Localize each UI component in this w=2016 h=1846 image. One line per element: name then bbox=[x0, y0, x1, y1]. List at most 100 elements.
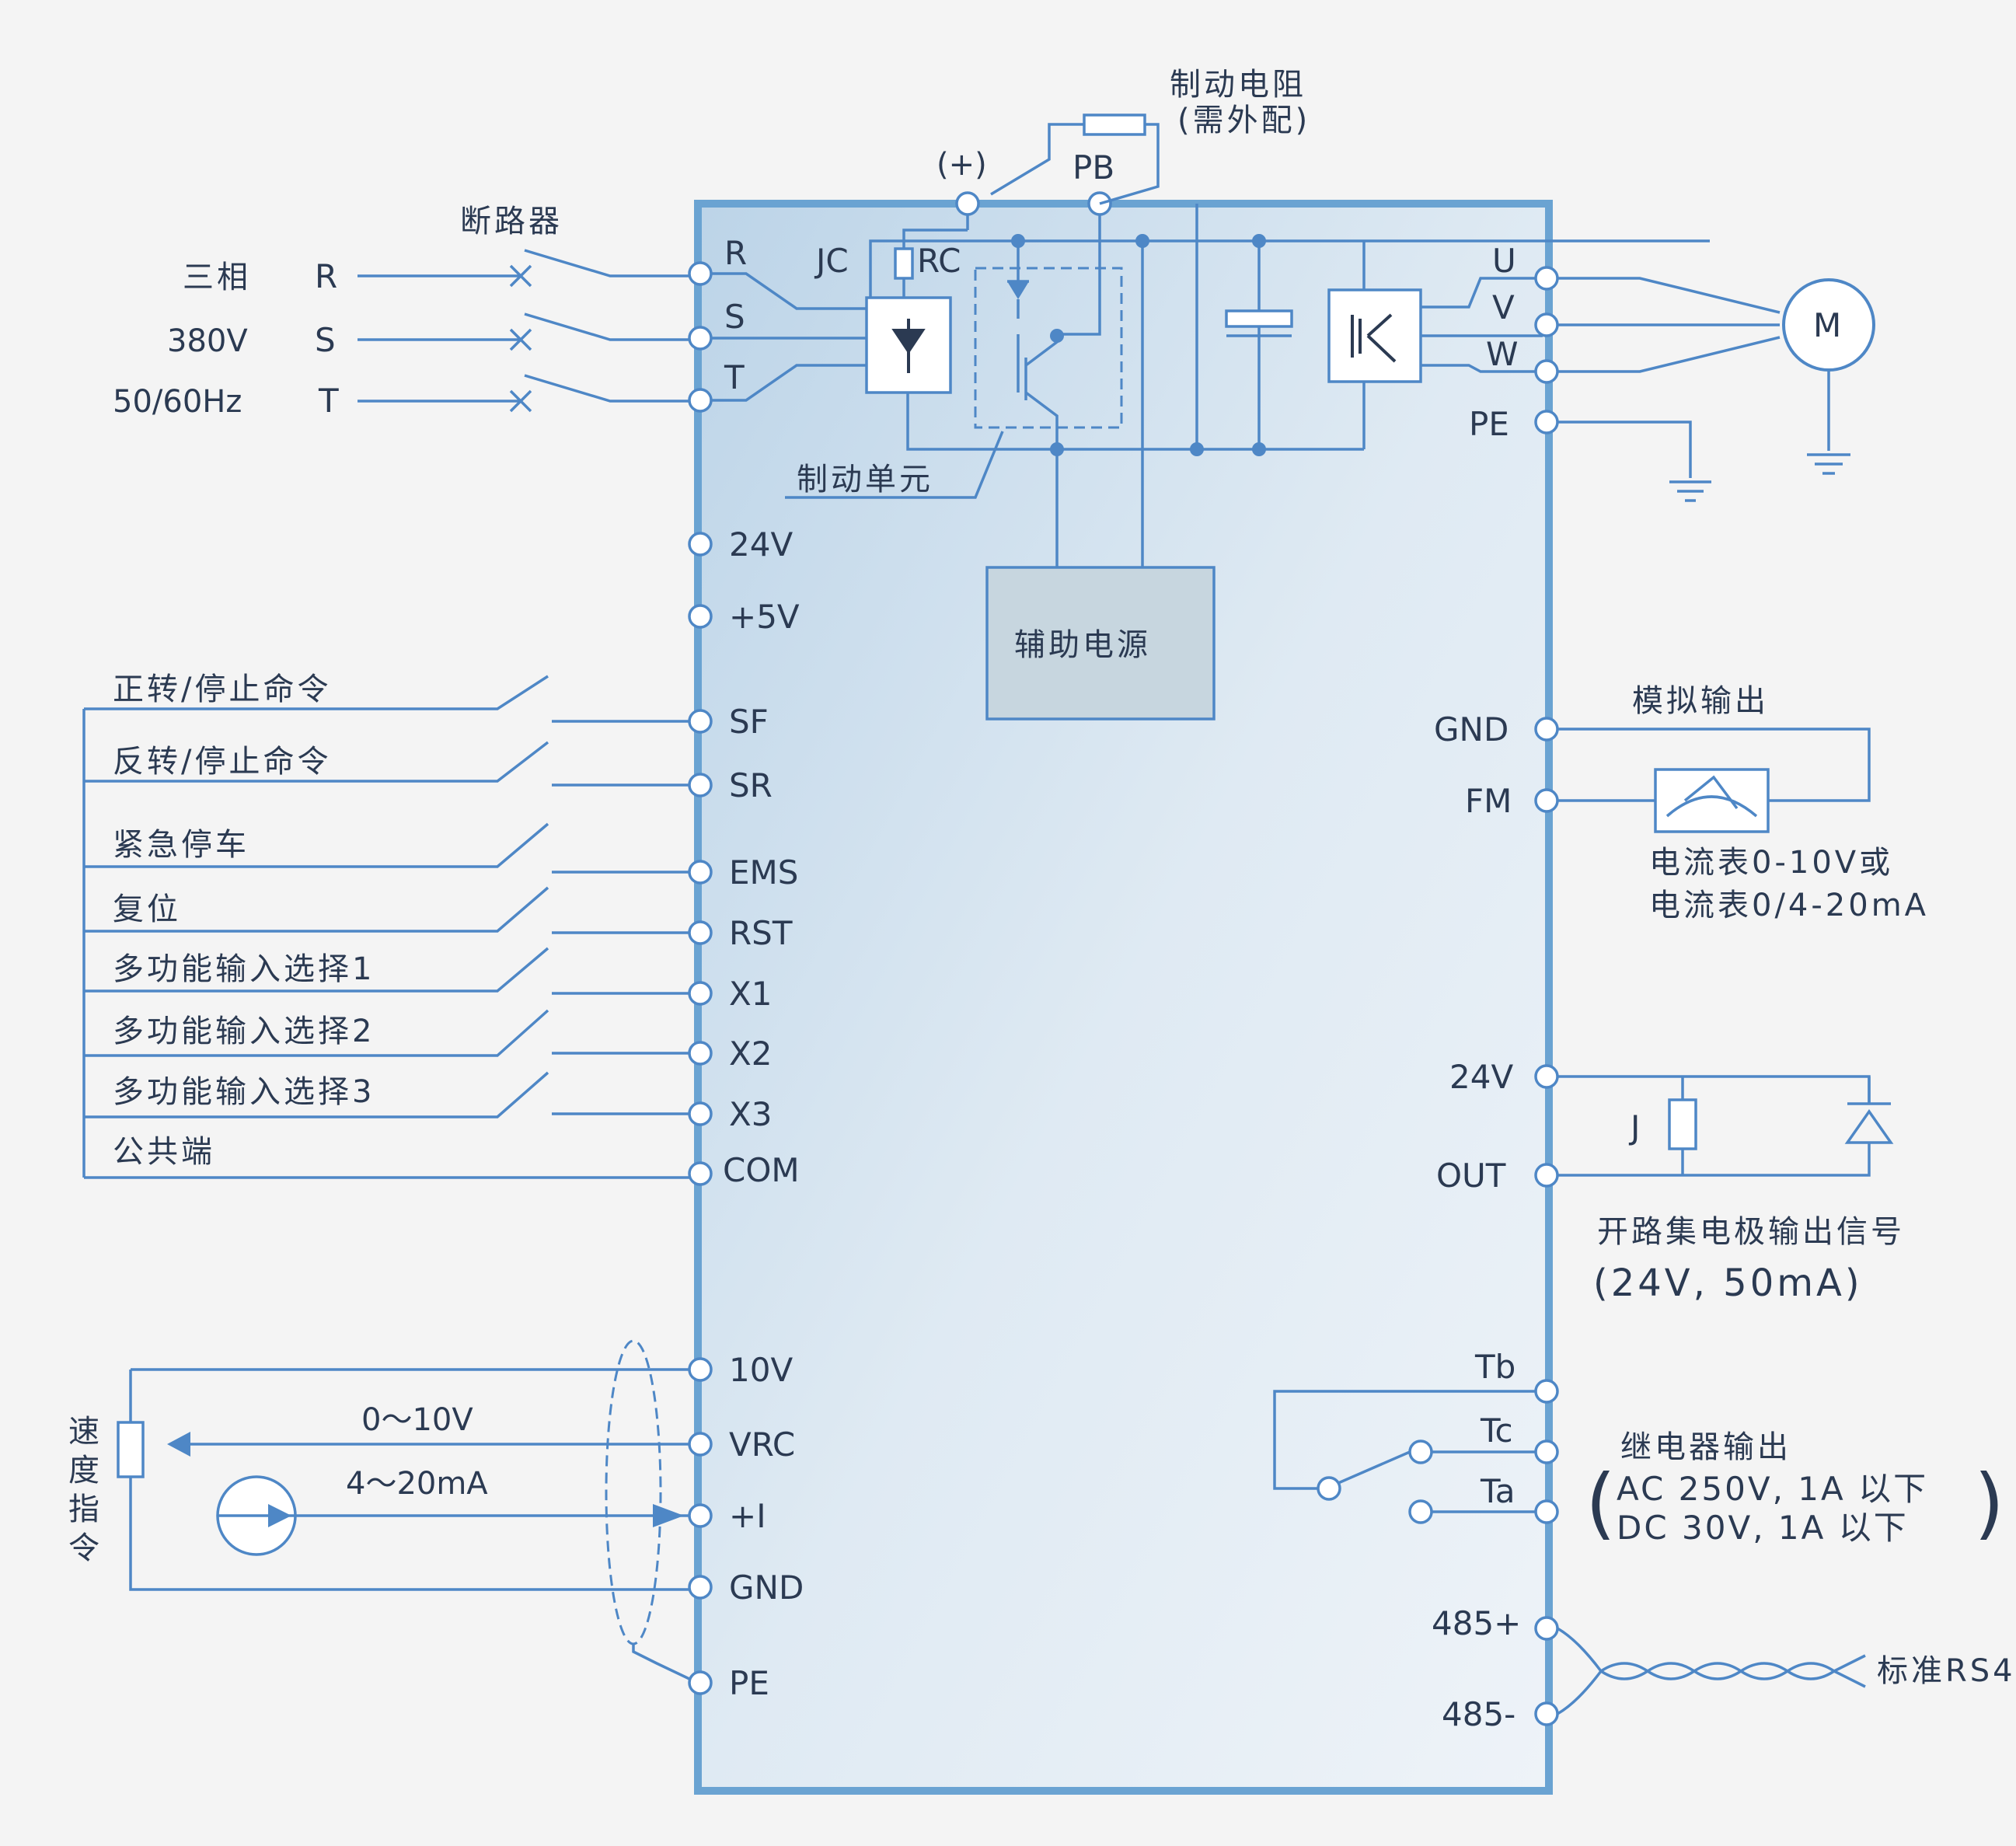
terminal-485-plus[interactable] bbox=[1534, 1616, 1559, 1641]
speed-cmd-1: 速 bbox=[68, 1414, 103, 1450]
meter-icon bbox=[1654, 768, 1770, 833]
cmd-row-x2: 多功能输入选择2 X2 bbox=[84, 1009, 773, 1073]
cmd-row-sr: 反转/停止命令 SR bbox=[84, 741, 773, 804]
current-source-icon bbox=[216, 1475, 297, 1556]
terminal-fm[interactable] bbox=[1534, 788, 1559, 813]
meter-line-2: 电流表0/4-20mA bbox=[1649, 888, 1929, 923]
ground-icon bbox=[1669, 480, 1711, 502]
terminal-u-label: U bbox=[1492, 242, 1516, 280]
cmd-com-label: 公共端 bbox=[113, 1134, 215, 1170]
terminal-sr-label: SR bbox=[729, 766, 773, 804]
shield-ellipse bbox=[605, 1339, 662, 1645]
inverter-body bbox=[694, 200, 1553, 1795]
analog-out-title: 模拟输出 bbox=[1632, 683, 1769, 719]
terminal-tc[interactable] bbox=[1534, 1439, 1559, 1464]
cmd-x2-label: 多功能输入选择2 bbox=[113, 1014, 375, 1049]
relay-bracket-left: ( bbox=[1585, 1457, 1616, 1548]
cmd-x1-label: 多功能输入选择1 bbox=[113, 951, 375, 987]
terminal-pe-in[interactable] bbox=[688, 1670, 713, 1695]
terminal-5v[interactable] bbox=[688, 604, 713, 629]
relay-spec-2: DC 30V, 1A 以下 bbox=[1617, 1509, 1909, 1547]
terminal-ems[interactable] bbox=[688, 860, 713, 885]
terminal-tc-label: Tc bbox=[1480, 1412, 1513, 1450]
cmd-sr-label: 反转/停止命令 bbox=[113, 744, 331, 780]
speed-cmd-2: 度 bbox=[68, 1453, 103, 1488]
relay-j-label: J bbox=[1628, 1108, 1640, 1146]
brake-resistor-title: 制动电阻 bbox=[1170, 67, 1306, 103]
relay-output: Tb Tc Ta 继电器输出 ( ) AC 250V, 1A 以下 DC 30V… bbox=[1273, 1348, 2004, 1548]
terminal-t[interactable] bbox=[688, 388, 713, 413]
cmd-rst-label: 复位 bbox=[113, 892, 181, 927]
terminal-485-plus-label: 485+ bbox=[1432, 1604, 1521, 1642]
cmd-row-com: 公共端 COM bbox=[84, 1134, 800, 1189]
cmd-row-rst: 复位 RST bbox=[84, 886, 793, 952]
terminal-rst-label: RST bbox=[729, 914, 793, 952]
voltage-range: 0～10V bbox=[361, 1402, 473, 1438]
terminal-r[interactable] bbox=[688, 261, 713, 286]
terminal-24v-out[interactable] bbox=[1534, 1064, 1559, 1089]
brake-unit-label: 制动单元 bbox=[797, 462, 933, 497]
terminal-ems-label: EMS bbox=[729, 853, 798, 892]
capacitor-icon bbox=[1225, 241, 1293, 449]
terminal-rst[interactable] bbox=[688, 920, 713, 945]
terminal-tb[interactable] bbox=[1534, 1379, 1559, 1404]
terminal-sr[interactable] bbox=[688, 773, 713, 797]
brake-resistor-note: (需外配) bbox=[1177, 103, 1310, 138]
terminal-vrc[interactable] bbox=[688, 1432, 713, 1457]
current-range: 4～20mA bbox=[346, 1466, 488, 1502]
terminal-s[interactable] bbox=[688, 326, 713, 351]
speed-cmd-3: 指 bbox=[68, 1492, 103, 1527]
speed-cmd-4: 令 bbox=[68, 1530, 103, 1566]
terminal-s-label: S bbox=[724, 298, 745, 336]
terminal-10v-label: 10V bbox=[729, 1351, 793, 1389]
cmd-sf-label: 正转/停止命令 bbox=[113, 672, 331, 707]
rc-label: RC bbox=[917, 242, 961, 280]
terminal-x3[interactable] bbox=[688, 1101, 713, 1126]
terminal-gnd-in[interactable] bbox=[688, 1575, 713, 1600]
terminal-v[interactable] bbox=[1534, 312, 1559, 337]
terminal-plus-i[interactable] bbox=[688, 1503, 713, 1528]
current-arrow-icon bbox=[653, 1504, 684, 1527]
terminal-x2[interactable] bbox=[688, 1041, 713, 1066]
terminal-10v[interactable] bbox=[688, 1357, 713, 1382]
terminal-v-label: V bbox=[1492, 288, 1515, 326]
aux-power-label: 辅助电源 bbox=[1014, 627, 1151, 663]
power-section: 三相 380V 50/60Hz R S T 断路器 R S T JC RC bbox=[113, 67, 1875, 721]
terminal-vrc-label: VRC bbox=[729, 1426, 795, 1464]
analog-inputs: 10V VRC +I GND PE 速 度 指 令 0～10V 4～20mA bbox=[68, 1339, 804, 1702]
brake-diode-icon bbox=[1007, 280, 1029, 299]
motor-label: M bbox=[1813, 306, 1841, 344]
terminal-24v-in[interactable] bbox=[688, 532, 713, 557]
phase-desc-2: 380V bbox=[167, 323, 248, 359]
cmd-ems-label: 紧急停车 bbox=[113, 827, 249, 863]
terminal-pe-in-label: PE bbox=[729, 1664, 769, 1702]
terminal-ta-label: Ta bbox=[1480, 1472, 1515, 1510]
terminal-x1[interactable] bbox=[688, 981, 713, 1006]
terminal-pe-out[interactable] bbox=[1534, 410, 1559, 434]
plus-label: (+) bbox=[936, 147, 987, 183]
terminal-485-minus[interactable] bbox=[1534, 1701, 1559, 1726]
terminal-com[interactable] bbox=[688, 1161, 713, 1186]
breaker-icon bbox=[509, 249, 694, 413]
rs485-label: 标准RS485 bbox=[1877, 1653, 2016, 1689]
terminal-out[interactable] bbox=[1534, 1163, 1559, 1188]
phase-r: R bbox=[315, 257, 337, 295]
terminal-r-label: R bbox=[724, 234, 747, 272]
cmd-row-ems: 紧急停车 EMS bbox=[84, 822, 798, 892]
relay-spec-1: AC 250V, 1A 以下 bbox=[1617, 1470, 1928, 1508]
terminal-gnd-out[interactable] bbox=[1534, 717, 1559, 742]
terminal-u[interactable] bbox=[1534, 266, 1559, 291]
terminal-fm-label: FM bbox=[1465, 782, 1512, 820]
terminal-plus-i-label: +I bbox=[729, 1497, 766, 1535]
terminal-sf[interactable] bbox=[688, 709, 713, 734]
open-collector-spec: (24V, 50mA) bbox=[1593, 1261, 1863, 1305]
cmd-row-x3: 多功能输入选择3 X3 bbox=[84, 1071, 773, 1133]
inverter-bridge bbox=[1327, 288, 1422, 383]
terminal-w[interactable] bbox=[1534, 359, 1559, 384]
meter-line-1: 电流表0-10V或 bbox=[1649, 845, 1893, 881]
terminal-ta[interactable] bbox=[1534, 1499, 1559, 1524]
terminal-plus[interactable] bbox=[955, 191, 980, 216]
cmd-x3-label: 多功能输入选择3 bbox=[113, 1074, 375, 1110]
terminal-com-label: COM bbox=[723, 1151, 800, 1189]
